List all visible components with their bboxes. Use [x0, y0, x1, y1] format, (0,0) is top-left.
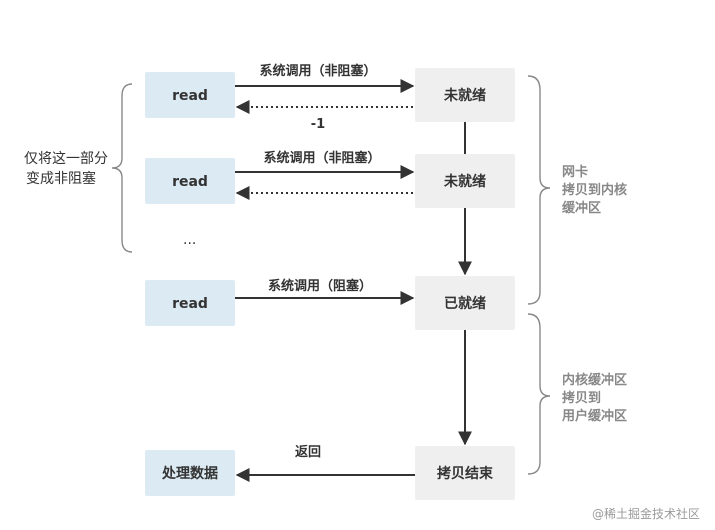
ready-box: 已就绪 [415, 276, 515, 330]
process-data-box: 处理数据 [145, 450, 235, 496]
not-ready-box-1: 未就绪 [415, 68, 515, 122]
left-note-line-1: 仅将这一部分 [24, 150, 108, 167]
read-box-1-label: read [172, 88, 208, 104]
left-note-line-2: 变成非阻塞 [26, 170, 96, 187]
left-brace [111, 83, 133, 253]
watermark: @稀土掘金技术社区 [592, 506, 700, 521]
read-box-2-label: read [172, 174, 208, 190]
not-ready-box-1-label: 未就绪 [444, 87, 486, 104]
process-data-box-label: 处理数据 [161, 465, 218, 482]
not-ready-box-2: 未就绪 [415, 154, 515, 208]
read-box-3: read [145, 280, 235, 326]
kernel-note-line-1: 内核缓冲区 [562, 372, 627, 388]
read-box-2: read [145, 158, 235, 204]
nic-note-line-2: 拷贝到内核 [562, 182, 627, 198]
nic-note-line-3: 缓冲区 [562, 200, 601, 216]
right-brace-top [527, 75, 551, 305]
kernel-note-line-3: 用户缓冲区 [561, 408, 627, 424]
ready-box-label: 已就绪 [444, 295, 486, 312]
ellipsis: ... [183, 232, 196, 248]
nic-note-line-1: 网卡 [562, 164, 588, 180]
return-minus-one-label: -1 [311, 117, 325, 132]
read-box-1: read [145, 72, 235, 118]
copy-done-box: 拷贝结束 [415, 446, 515, 500]
syscall-nonblocking-label-1: 系统调用（非阻塞） [259, 63, 376, 79]
copy-done-box-label: 拷贝结束 [437, 465, 494, 482]
read-box-3-label: read [172, 296, 208, 312]
return-label: 返回 [295, 445, 321, 460]
not-ready-box-2-label: 未就绪 [444, 173, 486, 190]
syscall-blocking-label: 系统调用（阻塞） [268, 278, 372, 294]
right-brace-bottom [527, 313, 551, 475]
syscall-nonblocking-label-2: 系统调用（非阻塞） [263, 150, 380, 166]
kernel-note-line-2: 拷贝到 [562, 390, 601, 406]
